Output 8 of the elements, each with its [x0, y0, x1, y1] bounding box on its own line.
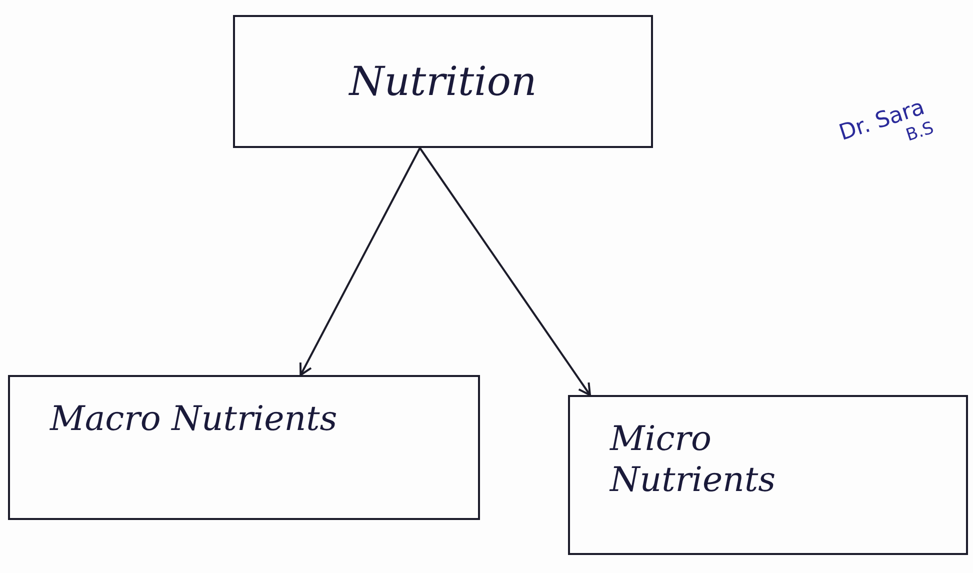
arrow — [419, 147, 591, 396]
process-box — [233, 15, 653, 148]
arrow — [299, 148, 421, 376]
process-box — [568, 395, 968, 555]
node-label: Macro Nutrients — [50, 399, 338, 440]
node-label: Micro Nutrients — [610, 419, 777, 501]
node-label: Nutrition — [349, 58, 537, 106]
process-box — [8, 375, 480, 520]
